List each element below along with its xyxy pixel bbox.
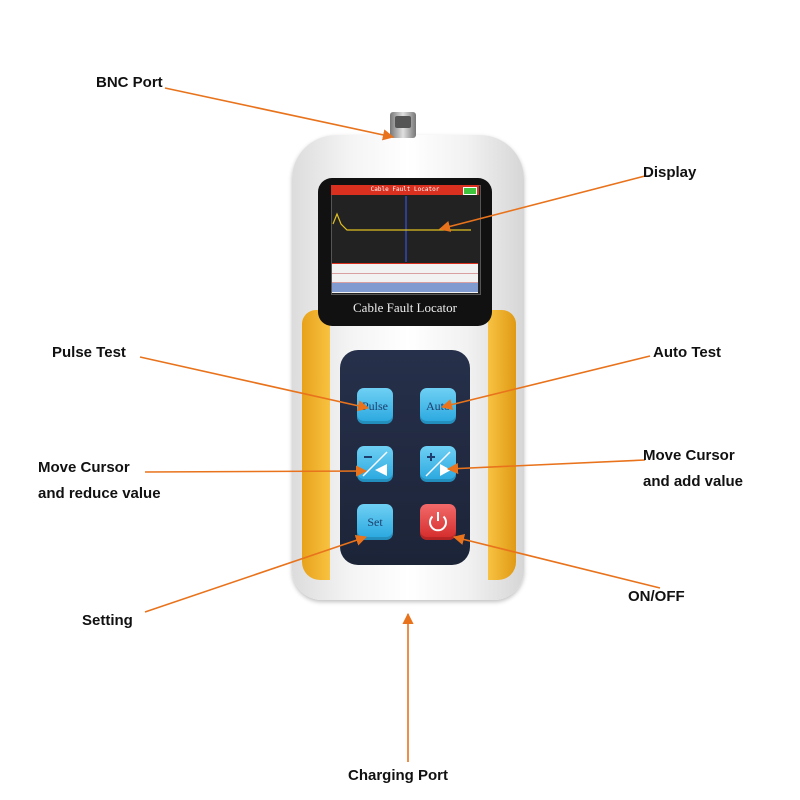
waveform-plot — [332, 196, 471, 262]
label-bnc-port: BNC Port — [96, 74, 163, 91]
set-key[interactable]: Set — [357, 504, 393, 540]
info-prompt — [332, 283, 478, 292]
right-grip — [488, 310, 516, 580]
label-charging-port: Charging Port — [348, 767, 448, 784]
arrow-setting — [144, 534, 368, 613]
label-auto-test: Auto Test — [653, 344, 722, 361]
battery-icon — [463, 187, 477, 195]
info-row — [332, 273, 478, 283]
info-row — [332, 264, 478, 274]
label-pulse-test: Pulse Test — [52, 344, 126, 361]
arrow-pulse-test — [139, 356, 370, 412]
waveform-trace — [332, 212, 471, 231]
label-display: Display — [643, 164, 697, 181]
label-move-cursor-add-line1: Move Cursor — [643, 447, 735, 464]
label-setting: Setting — [82, 612, 133, 629]
label-move-cursor-add-line2: and add value — [643, 473, 744, 490]
power-key[interactable] — [420, 504, 456, 540]
arrow-move-cursor-add — [446, 459, 646, 475]
plus-right-arrow-icon — [425, 451, 451, 477]
label-on-off: ON/OFF — [628, 588, 685, 605]
left-grip — [302, 310, 330, 580]
arrow-auto-test — [440, 355, 651, 411]
label-move-cursor-reduce-line2: and reduce value — [38, 485, 161, 502]
power-icon — [429, 512, 447, 532]
arrow-display — [438, 175, 646, 232]
label-move-cursor-reduce-line1: Move Cursor — [38, 459, 130, 476]
bnc-connector-tip — [395, 116, 411, 128]
screen-title: Cable Fault Locator — [331, 185, 479, 195]
device-brand: Cable Fault Locator — [353, 300, 457, 315]
arrow-on-off — [452, 533, 661, 589]
arrow-bnc-port — [164, 87, 395, 141]
arrow-move-cursor-reduce — [144, 465, 368, 477]
